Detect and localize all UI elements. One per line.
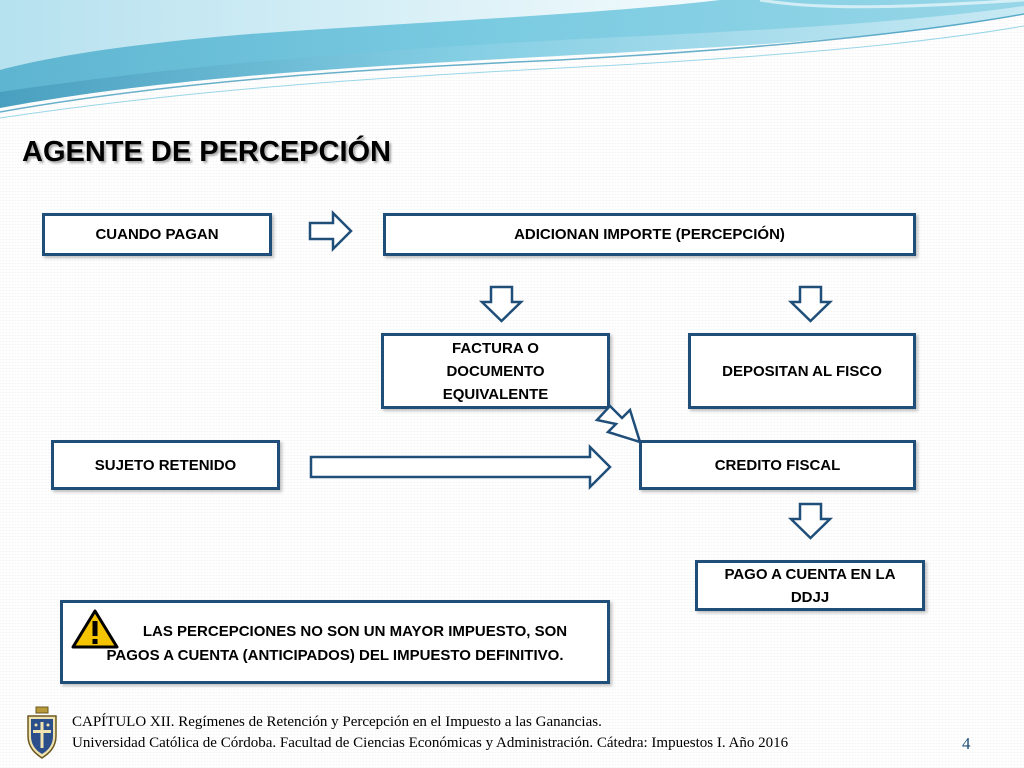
- node-label-line: FACTURA O: [452, 339, 539, 357]
- node-cuando-pagan: CUANDO PAGAN: [42, 213, 272, 256]
- footer-line: Universidad Católica de Córdoba. Faculta…: [72, 735, 789, 751]
- node-label-line: DDJJ: [790, 588, 830, 606]
- node-label-line: PAGO A CUENTA EN LA: [724, 565, 896, 583]
- arrow-down-icon: [787, 285, 834, 323]
- note-box: LAS PERCEPCIONES NO SON UN MAYOR IMPUEST…: [60, 600, 610, 684]
- arrow-down-icon: [787, 502, 834, 540]
- node-label: SUJETO RETENIDO: [94, 456, 237, 474]
- arrow-right-icon: [308, 209, 353, 253]
- node-sujeto-retenido: SUJETO RETENIDO: [51, 440, 280, 490]
- arrow-long-right-icon: [309, 443, 612, 491]
- node-credito-fiscal: CREDITO FISCAL: [639, 440, 916, 490]
- footer-line: CAPÍTULO XII. Regímenes de Retención y P…: [72, 714, 602, 730]
- header-wave-decoration: [0, 0, 1024, 119]
- node-label: CREDITO FISCAL: [714, 456, 841, 474]
- node-factura: FACTURA O DOCUMENTO EQUIVALENTE: [381, 333, 610, 409]
- node-depositan-fisco: DEPOSITAN AL FISCO: [688, 333, 916, 409]
- node-pago-a-cuenta: PAGO A CUENTA EN LA DDJJ: [695, 560, 925, 611]
- note-line: LAS PERCEPCIONES NO SON UN MAYOR IMPUEST…: [142, 623, 568, 640]
- university-crest-icon: [27, 706, 57, 759]
- node-adicionan-importe: ADICIONAN IMPORTE (PERCEPCIÓN): [383, 213, 916, 256]
- node-label-line: EQUIVALENTE: [442, 385, 549, 403]
- node-label: DEPOSITAN AL FISCO: [722, 362, 882, 380]
- arrow-down-icon: [478, 285, 525, 323]
- arrow-diagonal-icon: [594, 404, 642, 444]
- page-number: 4: [962, 734, 971, 753]
- footer-text: CAPÍTULO XII. Regímenes de Retención y P…: [72, 712, 788, 754]
- warning-triangle-icon: [71, 609, 119, 649]
- note-line: PAGOS A CUENTA (ANTICIPADOS) DEL IMPUEST…: [106, 647, 564, 664]
- node-label: CUANDO PAGAN: [95, 226, 219, 243]
- page-title: AGENTE DE PERCEPCIÓN: [22, 136, 391, 168]
- node-label-line: DOCUMENTO: [446, 362, 545, 380]
- node-label: ADICIONAN IMPORTE (PERCEPCIÓN): [514, 226, 785, 243]
